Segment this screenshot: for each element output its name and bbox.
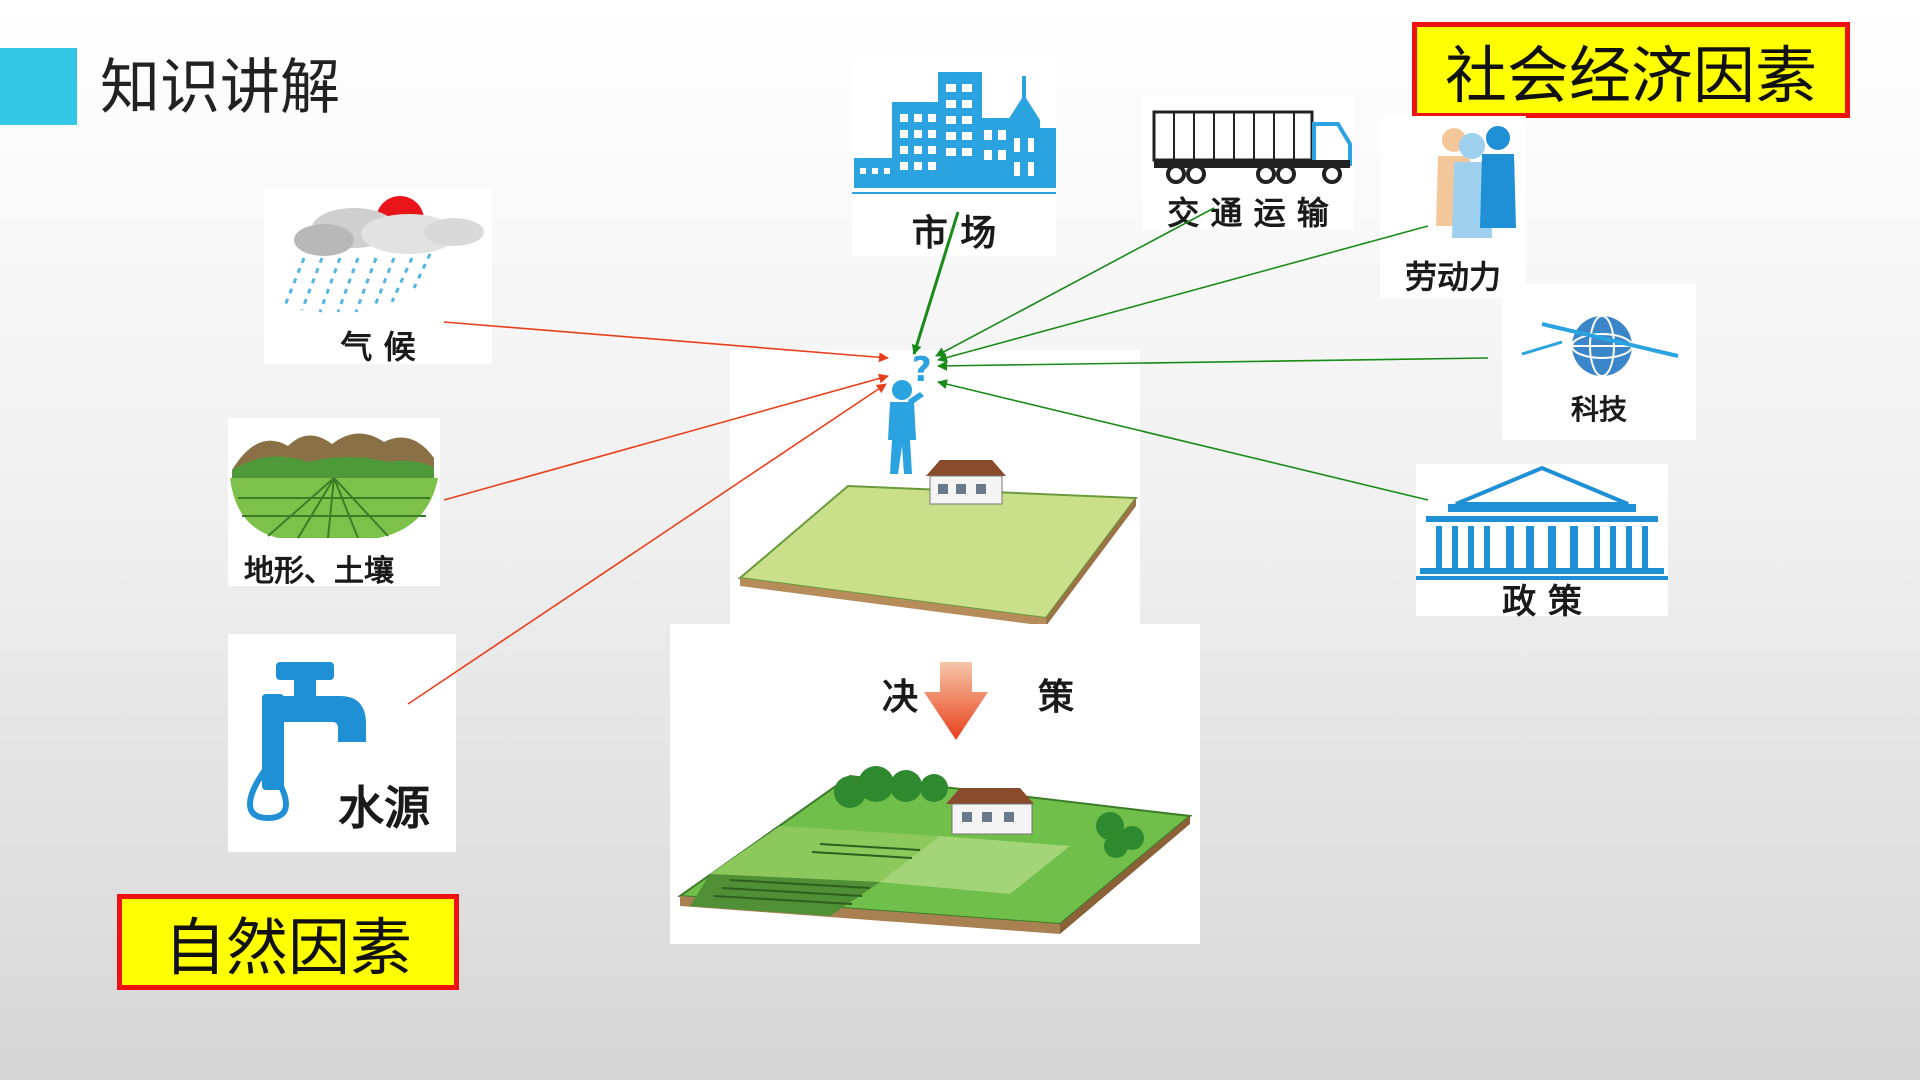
card-water: 水源 — [228, 634, 456, 852]
center-decision-panel: 决 策 — [670, 624, 1200, 944]
truck-icon — [1152, 110, 1352, 184]
label-market: 市 场 — [911, 212, 997, 254]
card-labor: 劳动力 — [1380, 116, 1526, 298]
label-climate: 气 候 — [340, 328, 416, 366]
farm-building-icon — [946, 788, 1034, 835]
label-technology: 科技 — [1570, 393, 1627, 426]
social-factors-label: 社会经济因素 — [1444, 39, 1817, 112]
card-technology: 科技 — [1502, 284, 1696, 440]
arrow-terrain — [443, 373, 889, 501]
thinking-person-icon — [888, 380, 924, 474]
arrow-policy — [937, 379, 1429, 501]
arrow-labor — [937, 225, 1429, 363]
natural-factors-label: 自然因素 — [163, 911, 412, 984]
arrow-water — [407, 383, 887, 705]
label-terrain-soil: 地形、土壤 — [244, 554, 394, 589]
decision-arrow-icon — [924, 662, 988, 740]
arrow-transport — [935, 207, 1215, 357]
arrow-market — [911, 211, 960, 355]
farmhouse-icon — [926, 460, 1006, 505]
center-thinking-panel: ? — [730, 350, 1140, 626]
question-mark: ? — [912, 350, 932, 390]
decision-label-left: 决 — [882, 676, 919, 718]
social-factors-tag: 社会经济因素 — [1412, 22, 1850, 118]
water-tap-icon — [246, 662, 366, 822]
card-transport: 交 通 运 输 — [1142, 96, 1354, 232]
card-policy: 政 策 — [1416, 464, 1668, 622]
label-transport: 交 通 运 输 — [1167, 194, 1329, 232]
cloud-rain-sun-icon — [282, 196, 484, 313]
card-terrain-soil: 地形、土壤 — [228, 418, 440, 589]
label-labor: 劳动力 — [1404, 258, 1501, 296]
workers-icon — [1436, 126, 1516, 238]
government-building-icon — [1416, 465, 1668, 580]
plain-field-scene — [737, 460, 1138, 626]
arrow-climate — [443, 321, 889, 363]
natural-factors-tag: 自然因素 — [117, 894, 459, 990]
city-buildings-icon — [852, 72, 1056, 194]
arrow-technology — [937, 357, 1489, 371]
satellite-globe-icon — [1521, 315, 1679, 377]
page-title: 知识讲解 — [100, 53, 340, 123]
developed-farm-scene — [677, 662, 1193, 934]
header-accent-block — [0, 48, 77, 125]
label-policy: 政 策 — [1502, 582, 1582, 622]
terrain-fields-icon — [230, 433, 438, 539]
card-climate: 气 候 — [264, 188, 492, 366]
decision-label-right: 策 — [1038, 676, 1075, 718]
label-water: 水源 — [338, 781, 430, 835]
